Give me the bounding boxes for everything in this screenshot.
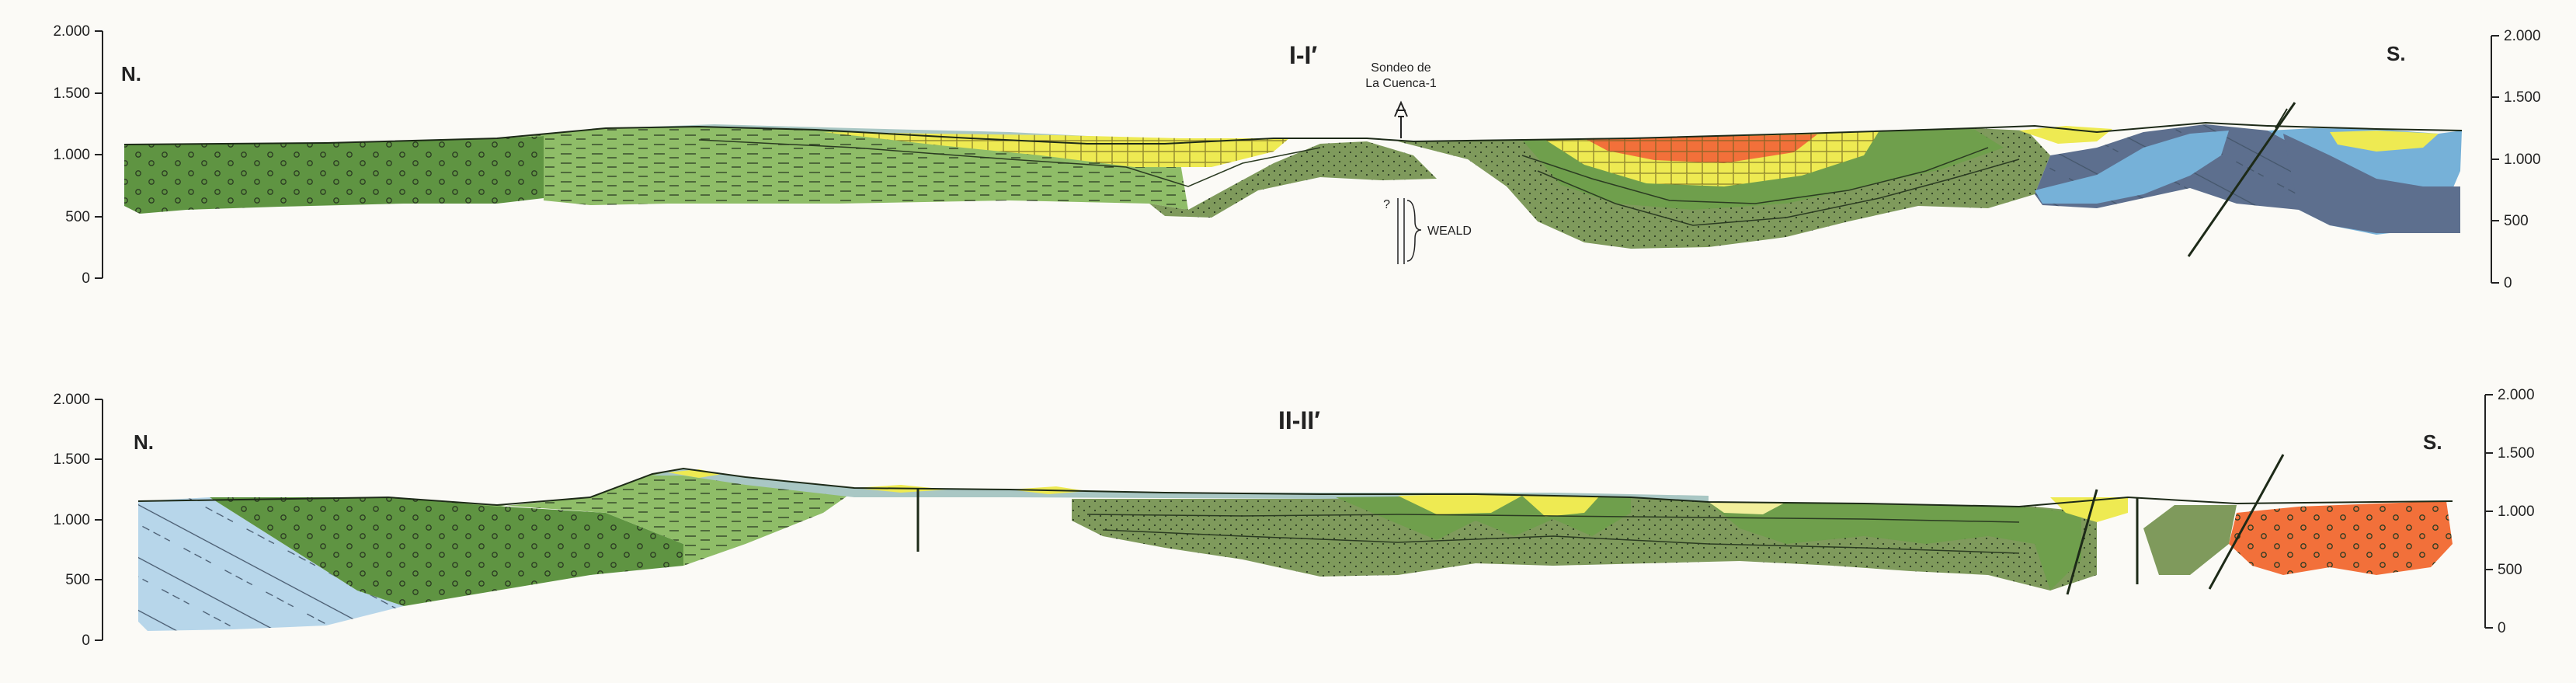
tick-label: 0 <box>82 632 90 649</box>
left-elevation-axis-1: 2.000 1.500 1.000 500 0 <box>53 23 103 287</box>
fault-line <box>2187 102 2296 257</box>
section-1: 2.000 1.500 1.000 500 0 2.000 1.500 1.00… <box>53 23 2540 291</box>
drill-rig-icon <box>1394 100 1408 117</box>
left-elevation-axis-2: 2.000 1.500 1.000 500 0 <box>53 392 103 649</box>
tick-label: 500 <box>2498 562 2522 578</box>
tick-label: 1.500 <box>2504 89 2541 106</box>
direction-north: N. <box>121 62 141 85</box>
right-elevation-axis-2: 2.000 1.500 1.000 500 0 <box>2484 387 2535 636</box>
tick-label: 2.000 <box>2498 387 2535 403</box>
tick-label: 1.000 <box>53 147 90 163</box>
tick-label: 1.500 <box>2498 445 2535 462</box>
direction-south: S. <box>2423 430 2442 454</box>
tick-label: 500 <box>2504 213 2529 229</box>
tick-label: 1.000 <box>2498 504 2535 520</box>
section-2-geology <box>137 454 2453 631</box>
tick-label: 1.000 <box>2504 152 2541 168</box>
borehole-label-line-1: Sondeo de <box>1371 61 1431 75</box>
tick-label: 2.000 <box>2504 28 2541 44</box>
unknown-depth-mark: ? <box>1383 198 1390 211</box>
tick-label: 500 <box>65 572 90 588</box>
tick-label: 0 <box>82 270 90 287</box>
right-elevation-axis-1: 2.000 1.500 1.000 500 0 <box>2491 28 2541 291</box>
fault-line <box>2208 454 2285 590</box>
direction-north: N. <box>134 430 154 454</box>
borehole-la-cuenca-1: Sondeo de La Cuenca-1 ? WEALD <box>1365 61 1472 264</box>
section-title: I-I′ <box>1289 41 1317 69</box>
fault-line <box>2066 489 2098 595</box>
tick-label: 500 <box>65 209 90 225</box>
tick-label: 2.000 <box>53 392 90 408</box>
direction-south: S. <box>2387 42 2406 65</box>
brace-icon <box>1406 200 1422 262</box>
tick-label: 1.000 <box>53 512 90 528</box>
section-2: 2.000 1.500 1.000 500 0 2.000 1.500 1.00… <box>53 387 2534 649</box>
section-title: II-II′ <box>1278 406 1320 434</box>
tick-label: 0 <box>2504 275 2512 291</box>
tick-label: 2.000 <box>53 23 90 40</box>
weald-label: WEALD <box>1427 225 1472 238</box>
section-1-geology <box>123 102 2463 257</box>
tick-label: 1.500 <box>53 85 90 102</box>
tick-label: 1.500 <box>53 451 90 468</box>
borehole-label-line-2: La Cuenca-1 <box>1365 77 1437 90</box>
tick-label: 0 <box>2498 620 2506 636</box>
